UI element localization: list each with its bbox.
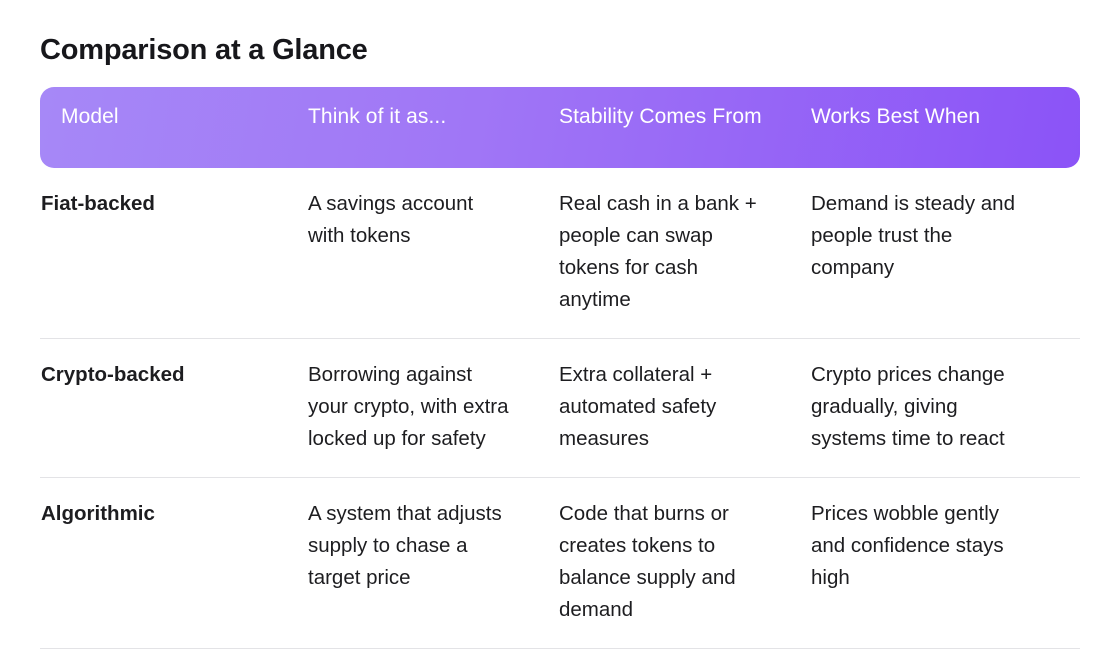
table-body: Fiat-backed A savings account with token…	[40, 168, 1080, 649]
column-header-stability-comes-from: Stability Comes From	[559, 104, 762, 128]
cell-model: Fiat-backed	[41, 191, 155, 215]
cell-model: Crypto-backed	[41, 362, 185, 386]
cell-think-of-it-as: A savings account with tokens	[308, 191, 474, 247]
cell-works-best-when: Crypto prices change gradually, giving s…	[811, 362, 1005, 450]
cell-works-best-when: Demand is steady and people trust the co…	[811, 191, 1015, 279]
cell-stability-comes-from: Code that burns or creates tokens to bal…	[559, 501, 736, 621]
table-row: Algorithmic A system that adjusts supply…	[40, 478, 1080, 649]
table-row: Crypto-backed Borrowing against your cry…	[40, 339, 1080, 478]
cell-model: Algorithmic	[41, 501, 155, 525]
column-header-think-of-it-as: Think of it as...	[308, 104, 447, 128]
column-header-model: Model	[61, 104, 119, 128]
cell-think-of-it-as: Borrowing against your crypto, with extr…	[308, 362, 509, 450]
cell-works-best-when: Prices wobble gently and confidence stay…	[811, 501, 1004, 589]
page-title: Comparison at a Glance	[40, 34, 368, 66]
table-row: Fiat-backed A savings account with token…	[40, 168, 1080, 339]
cell-think-of-it-as: A system that adjusts supply to chase a …	[308, 501, 502, 589]
column-header-works-best-when: Works Best When	[811, 104, 981, 128]
cell-stability-comes-from: Real cash in a bank + people can swap to…	[559, 191, 757, 311]
comparison-table: Model Think of it as... Stability Comes …	[40, 86, 1080, 649]
table-header-row: Model Think of it as... Stability Comes …	[40, 86, 1080, 168]
cell-stability-comes-from: Extra collateral + automated safety meas…	[559, 362, 717, 450]
